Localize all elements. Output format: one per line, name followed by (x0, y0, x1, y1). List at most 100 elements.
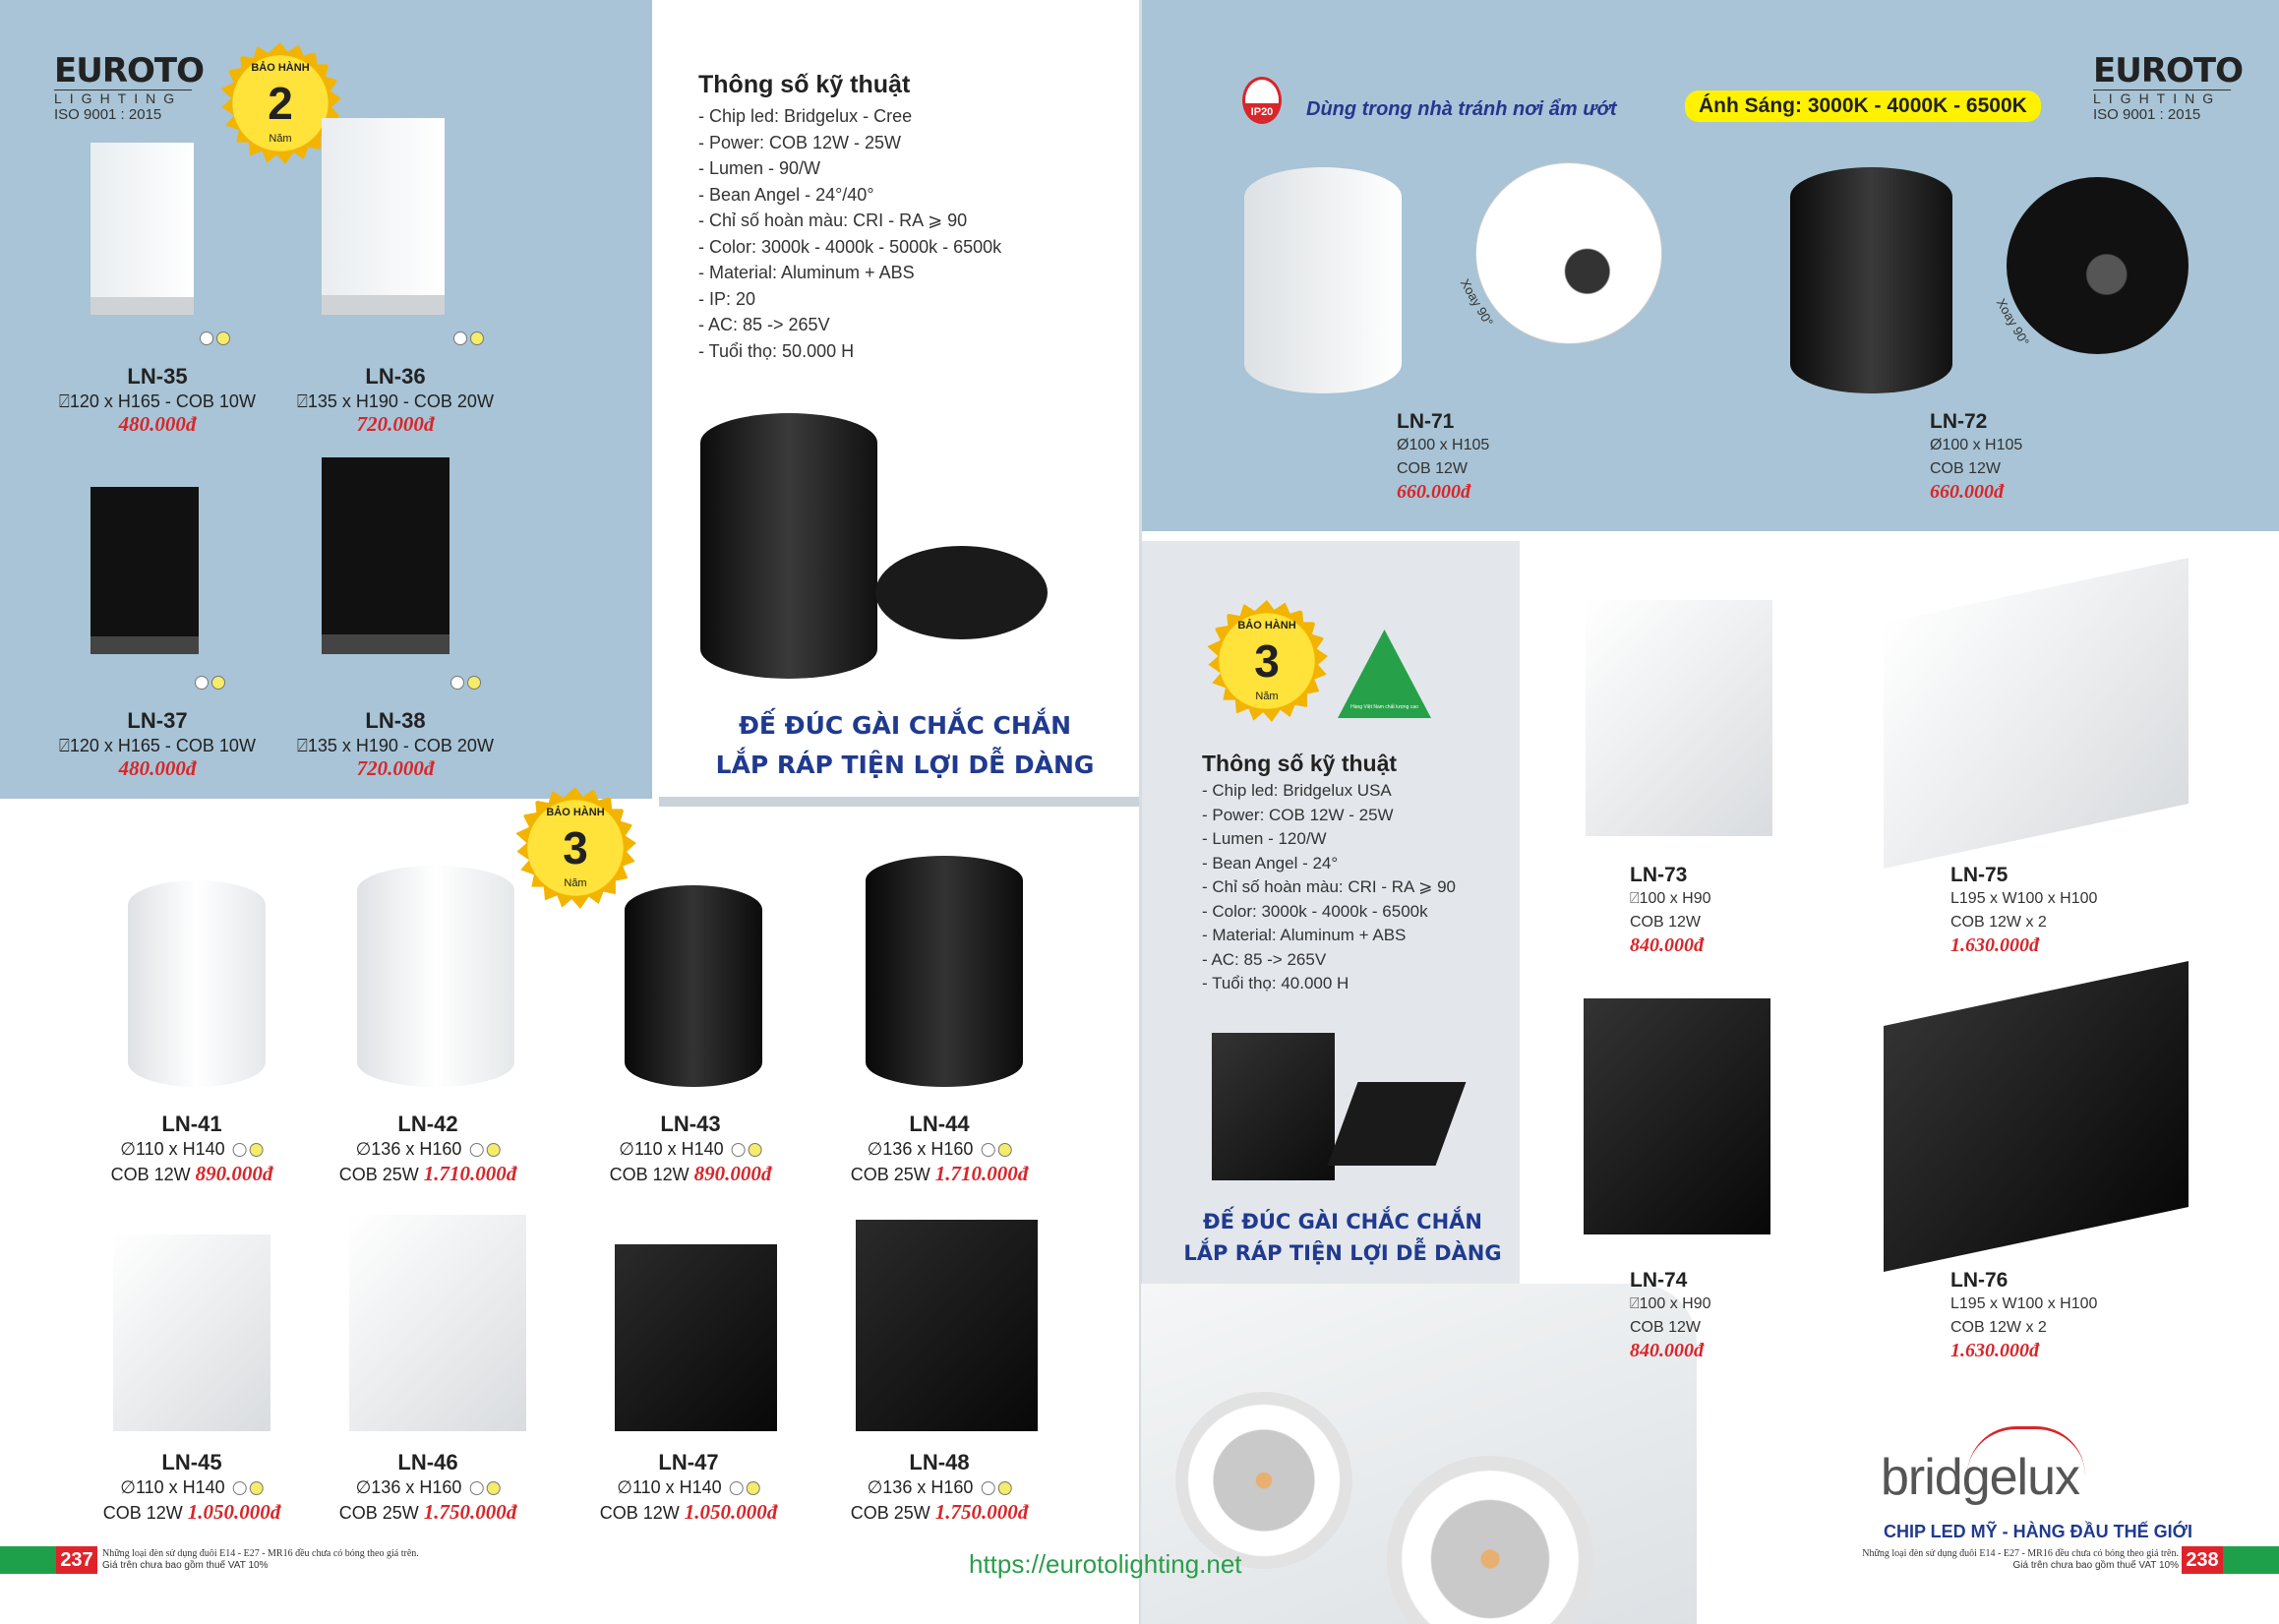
footer-note-2: Giá trên chưa bao gồm thuế VAT 10% (102, 1560, 269, 1571)
product-dim: ∅136 x H160 (867, 1477, 974, 1497)
spec-item: - Lumen - 90/W (698, 158, 821, 178)
badge-unit: Năm (564, 877, 587, 889)
lamp-image-ln46 (349, 1215, 526, 1431)
product-price: 1.750.000đ (423, 1500, 517, 1524)
product-dim: ∅110 x H140 (120, 1477, 225, 1497)
footer-bar-left (0, 1546, 56, 1574)
product-code: LN-37 (127, 708, 188, 733)
product-power: COB 12W (110, 1165, 191, 1184)
footer-note-left: Những loại đèn sử dụng đuôi E14 - E27 - … (102, 1548, 419, 1572)
badge-unit: Năm (269, 133, 292, 145)
product-price: 890.000đ (693, 1162, 772, 1185)
ip20-label: IP20 (1245, 103, 1279, 121)
product-code: LN-48 (909, 1450, 970, 1474)
product-dim: ∅136 x H160 (867, 1139, 974, 1159)
headline-2: LẮP RÁP TIỆN LỢI DỄ DÀNG (1183, 1241, 1502, 1265)
product-price: 1.710.000đ (423, 1162, 517, 1185)
badge-unit: Năm (1255, 691, 1279, 702)
color-dots (197, 330, 230, 347)
website-link[interactable]: https://eurotolighting.net (969, 1549, 1242, 1579)
lamp-image-ln48 (856, 1220, 1038, 1431)
product-ln42: LN-42 ∅136 x H160 COB 25W 1.710.000đ (339, 1112, 517, 1186)
color-dots (448, 674, 481, 692)
product-ln46: LN-46 ∅136 x H160 COB 25W 1.750.000đ (339, 1450, 517, 1525)
product-dim: ⍁120 x H165 - COB 10W (59, 736, 256, 755)
product-ln36: LN-36 ⍁135 x H190 - COB 20W 720.000đ (297, 364, 494, 437)
logo-sub: LIGHTING (54, 90, 192, 106)
logo-sub: LIGHTING (2093, 90, 2231, 106)
spec-item: - Color: 3000k - 4000k - 6500k (1202, 901, 1428, 921)
euroto-logo-left: EUROTO LIGHTING ISO 9001 : 2015 (54, 51, 205, 123)
spec-item: - Material: Aluminum + ABS (698, 263, 915, 282)
badge-title: BẢO HÀNH (546, 807, 605, 818)
product-price: 660.000đ (1930, 481, 2004, 503)
product-code: LN-47 (658, 1450, 719, 1474)
lamp-image-ln41 (128, 880, 266, 1087)
logo-brand: EUROTO (54, 51, 205, 90)
lamp-image-ln45 (113, 1234, 270, 1431)
spec-item: - Bean Angel - 24°/40° (698, 184, 874, 205)
lamp-image-ln73 (1586, 600, 1772, 836)
product-power: COB 25W (338, 1503, 419, 1523)
bridgelux-swoosh (1967, 1426, 2085, 1475)
lamp-image-ln42 (357, 866, 514, 1087)
lamp-image-ln36 (322, 118, 445, 315)
product-dim: Ø100 x H105 (1397, 437, 1490, 453)
product-price: 480.000đ (118, 756, 197, 780)
footer-note-right: Những loại đèn sử dụng đuôi E14 - E27 - … (1790, 1548, 2179, 1572)
lamp-image-ln75 (1884, 558, 2189, 869)
product-price: 1.630.000đ (1950, 1340, 2039, 1361)
page-number-right: 238 (2182, 1546, 2223, 1574)
product-ln43: LN-43 ∅110 x H140 COB 12W 890.000đ (610, 1112, 772, 1186)
spec-item: - AC: 85 -> 265V (698, 315, 830, 334)
product-power: COB 12W (102, 1503, 183, 1523)
spec-list: - Chip led: Bridgelux USA - Power: COB 1… (1202, 779, 1456, 996)
spec-item: - AC: 85 -> 265V (1202, 949, 1327, 969)
product-power: COB 25W (850, 1165, 930, 1184)
product-dim: ⍁135 x H190 - COB 20W (297, 736, 494, 755)
badge-title: BẢO HÀNH (251, 62, 310, 74)
lamp-image-ln71 (1244, 167, 1402, 393)
euroto-logo-right: EUROTO LIGHTING ISO 9001 : 2015 (2093, 54, 2244, 123)
spec-item: - Chip led: Bridgelux - Cree (698, 106, 913, 126)
product-power: COB 12W (1630, 1319, 1702, 1336)
product-power: COB 12W (1397, 460, 1469, 477)
product-price: 660.000đ (1397, 481, 1470, 503)
product-dim: ∅136 x H160 (355, 1139, 462, 1159)
product-code: LN-42 (397, 1112, 458, 1136)
product-power: COB 12W (599, 1503, 680, 1523)
spec-item: - Tuổi thọ: 40.000 H (1202, 974, 1349, 992)
logo-iso: ISO 9001 : 2015 (54, 106, 162, 123)
headline-2: LẮP RÁP TIỆN LỢI DỄ DÀNG (715, 751, 1095, 779)
logo-iso: ISO 9001 : 2015 (2093, 106, 2201, 123)
spec-title: Thông số kỹ thuật (1202, 751, 1398, 776)
spec-item: - Chip led: Bridgelux USA (1202, 781, 1392, 800)
product-dim: L195 x W100 x H100 (1950, 1295, 2098, 1312)
mount-box-image (1212, 1033, 1335, 1180)
product-code: LN-46 (397, 1450, 458, 1474)
lamp-image-ln38 (322, 457, 450, 654)
product-dim: L195 x W100 x H100 (1950, 890, 2098, 907)
product-code: LN-74 (1630, 1269, 1688, 1292)
lamp-image-ln44 (866, 856, 1023, 1087)
lamp-image-ln76 (1884, 961, 2189, 1272)
product-power: COB 25W (338, 1165, 419, 1184)
product-price: 480.000đ (118, 412, 197, 436)
product-price: 1.710.000đ (934, 1162, 1029, 1185)
product-power: COB 25W (850, 1503, 930, 1523)
product-code: LN-35 (127, 364, 188, 389)
product-code: LN-44 (909, 1112, 970, 1136)
light-temperature-pill: Ánh Sáng: 3000K - 4000K - 6500K (1685, 90, 2041, 122)
spec-item: - Color: 3000k - 4000k - 5000k - 6500k (698, 236, 1002, 257)
product-power: COB 12W (1630, 914, 1702, 931)
product-ln72: LN-72 Ø100 x H105 COB 12W 660.000đ (1930, 410, 2022, 504)
footer-note-1: Những loại đèn sử dụng đuôi E14 - E27 - … (102, 1548, 419, 1559)
headline-1: ĐẾ ĐÚC GÀI CHẮC CHẮN (738, 711, 1072, 740)
product-ln37: LN-37 ⍁120 x H165 - COB 10W 480.000đ (59, 708, 256, 781)
spec-item: - Lumen - 120/W (1202, 829, 1327, 848)
product-ln41: LN-41 ∅110 x H140 COB 12W 890.000đ (111, 1112, 273, 1186)
ip-usage-text: Dùng trong nhà tránh nơi ẩm ướt (1306, 98, 1617, 120)
page-number-left: 237 (56, 1546, 97, 1574)
lamp-image-ln74 (1584, 998, 1770, 1234)
lamp-image-ln37 (90, 487, 199, 654)
